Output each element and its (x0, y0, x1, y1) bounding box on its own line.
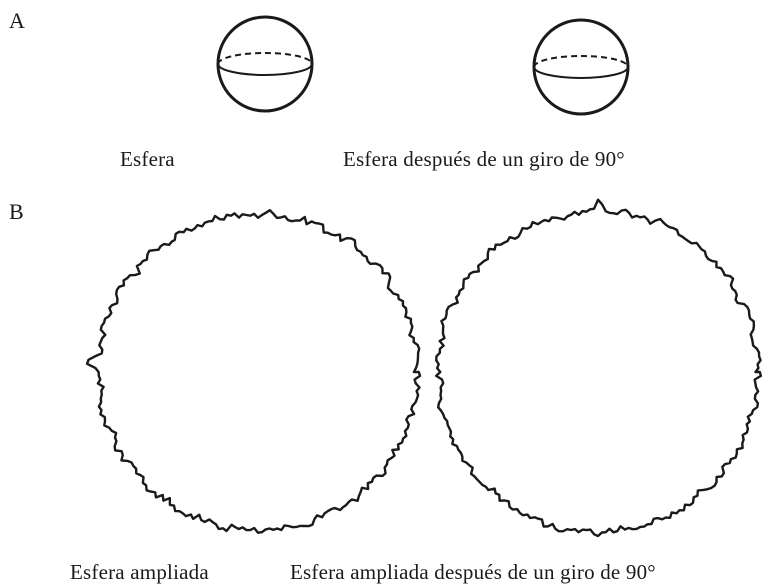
enlarged-sphere-caption: Esfera ampliada (70, 560, 209, 584)
enlarged-rotated-sphere-caption: Esfera ampliada después de un giro de 90… (290, 560, 656, 584)
smooth-sphere (216, 15, 314, 113)
panel-a-label: A (9, 8, 26, 33)
enlarged-rough-sphere (85, 209, 422, 534)
rotated-sphere-caption: Esfera después de un giro de 90° (343, 147, 625, 171)
panel-b-label: B (9, 199, 24, 224)
rotated-smooth-sphere (532, 18, 630, 116)
enlarged-rough-sphere-rotated (435, 198, 763, 538)
sphere-caption: Esfera (120, 147, 175, 171)
